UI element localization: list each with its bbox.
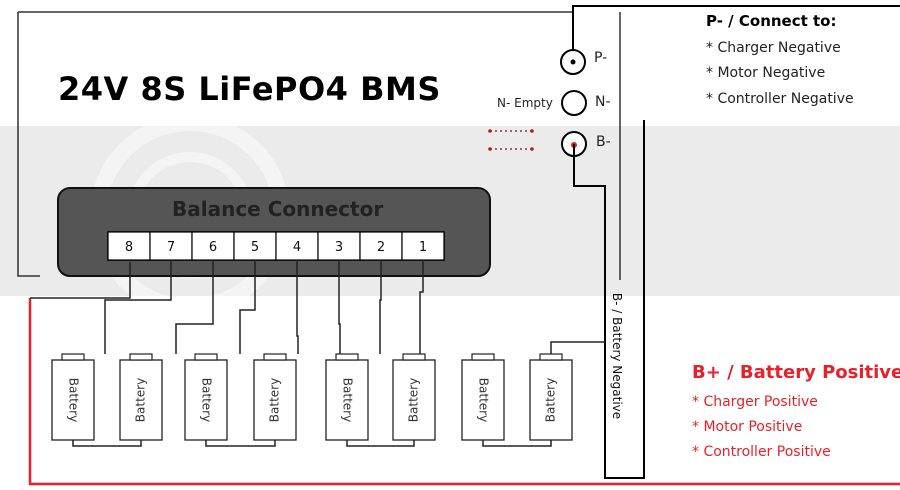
balance-wire bbox=[239, 260, 256, 354]
battery-cell: Battery bbox=[392, 353, 436, 441]
balance-pin-number: 5 bbox=[251, 240, 259, 255]
balance-pin-number: 3 bbox=[335, 240, 343, 255]
b-plus-item-motor: * Motor Positive bbox=[692, 419, 803, 435]
battery-cell-label: Battery bbox=[134, 378, 148, 422]
battery-cell: Battery bbox=[461, 353, 505, 441]
battery-cell-label: Battery bbox=[67, 378, 81, 422]
battery-cell-label: Battery bbox=[544, 378, 558, 422]
balance-pin-number: 8 bbox=[125, 240, 133, 255]
balance-wire bbox=[175, 260, 214, 354]
p-connect-item-motor: * Motor Negative bbox=[706, 65, 826, 81]
balance-connector-label: Balance Connector bbox=[172, 197, 384, 221]
battery-cell-label: Battery bbox=[477, 378, 491, 422]
balance-pin-8 bbox=[107, 231, 151, 261]
solder-pads bbox=[488, 129, 534, 151]
p-connect-item-charger: * Charger Negative bbox=[706, 40, 841, 56]
pack-negative-link bbox=[550, 341, 605, 354]
n-minus-terminal bbox=[561, 90, 587, 116]
battery-cell-label: Battery bbox=[200, 378, 214, 422]
balance-wire bbox=[419, 260, 424, 354]
balance-pin-number: 6 bbox=[209, 240, 217, 255]
battery-cell: Battery bbox=[184, 353, 228, 441]
p-minus-label: P- bbox=[594, 50, 608, 66]
balance-pin-2 bbox=[359, 231, 403, 261]
series-link bbox=[205, 440, 276, 447]
b-minus-wire bbox=[573, 120, 645, 479]
balance-pin-number: 7 bbox=[167, 240, 175, 255]
battery-cell: Battery bbox=[325, 353, 369, 441]
series-link bbox=[482, 440, 552, 447]
battery-cell: Battery bbox=[119, 353, 163, 441]
b-plus-wire bbox=[28, 298, 900, 486]
p-connect-heading: P- / Connect to: bbox=[706, 12, 837, 30]
series-link bbox=[346, 440, 415, 447]
n-empty-label: N- Empty bbox=[497, 96, 553, 110]
balance-pins: 8 7 6 5 4 3 2 1 bbox=[107, 231, 445, 261]
battery-cells: Battery Battery Battery Battery Battery Batte… bbox=[51, 353, 573, 441]
p-connect-item-controller: * Controller Negative bbox=[706, 91, 854, 107]
p-minus-terminal-dot bbox=[570, 59, 576, 65]
b-minus-label: B- bbox=[596, 134, 611, 150]
bms-board-outline bbox=[17, 11, 621, 280]
series-link bbox=[72, 440, 142, 447]
balance-wire bbox=[379, 260, 382, 354]
series-links bbox=[72, 341, 605, 447]
battery-cell-label: Battery bbox=[268, 378, 282, 422]
b-plus-item-controller: * Controller Positive bbox=[692, 444, 831, 460]
battery-cell: Battery bbox=[253, 353, 297, 441]
balance-pin-4 bbox=[275, 231, 319, 261]
b-plus-item-charger: * Charger Positive bbox=[692, 394, 818, 410]
battery-cell-label: Battery bbox=[341, 378, 355, 422]
balance-pin-number: 2 bbox=[377, 240, 385, 255]
b-plus-heading: B+ / Battery Positive bbox=[692, 362, 900, 383]
balance-wires bbox=[104, 260, 424, 354]
balance-pin-1 bbox=[401, 231, 445, 261]
battery-cell: Battery bbox=[529, 353, 573, 441]
balance-pin-number: 1 bbox=[419, 240, 427, 255]
page-title: 24V 8S LiFePO4 BMS bbox=[58, 70, 441, 108]
balance-wire bbox=[296, 260, 299, 354]
balance-pin-number: 4 bbox=[293, 240, 301, 255]
battery-cell: Battery bbox=[51, 353, 95, 441]
n-minus-label: N- bbox=[595, 94, 611, 110]
battery-cell-label: Battery bbox=[407, 378, 421, 422]
b-plus-return bbox=[30, 262, 131, 299]
balance-wire bbox=[104, 260, 172, 354]
p-minus-wire bbox=[572, 5, 900, 62]
b-minus-wire-label: B- / Battery Negative bbox=[610, 292, 624, 420]
balance-wire bbox=[338, 260, 341, 354]
